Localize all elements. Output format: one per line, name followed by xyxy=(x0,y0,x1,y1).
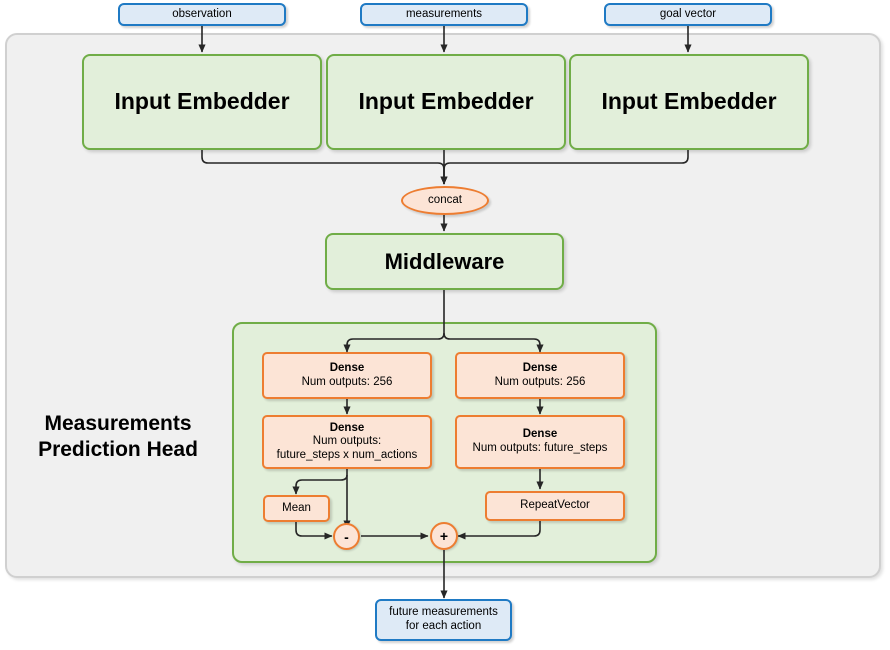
dense-title: Dense xyxy=(522,428,558,441)
dense-title: Dense xyxy=(522,361,558,374)
mean-box[interactable]: Mean xyxy=(263,495,330,522)
input-label: measurements xyxy=(405,7,483,20)
input-embedder-goal-vector[interactable]: Input Embedder xyxy=(569,54,809,150)
subtract-operator[interactable]: - xyxy=(333,523,360,550)
measurements-prediction-head-label: Measurements Prediction Head xyxy=(18,411,218,462)
add-symbol: + xyxy=(439,528,449,544)
middleware-box[interactable]: Middleware xyxy=(325,233,564,290)
input-box-observation[interactable]: observation xyxy=(118,3,286,26)
dense-right-256[interactable]: Dense Num outputs: 256 xyxy=(455,352,625,399)
dense-detail-line-2: future_steps x num_actions xyxy=(276,448,418,461)
input-embedder-label: Input Embedder xyxy=(601,88,777,115)
input-embedder-measurements[interactable]: Input Embedder xyxy=(326,54,566,150)
input-label: observation xyxy=(172,7,232,20)
output-label-line-1: future measurements xyxy=(389,606,498,619)
input-embedder-label: Input Embedder xyxy=(358,88,534,115)
input-box-goal-vector[interactable]: goal vector xyxy=(604,3,772,26)
head-label-line-1: Measurements xyxy=(44,412,192,435)
dense-detail: Num outputs: 256 xyxy=(301,375,393,388)
mean-label: Mean xyxy=(282,501,311,514)
dense-title: Dense xyxy=(329,361,365,374)
dense-detail-line-1: Num outputs: xyxy=(312,435,382,448)
dense-detail: Num outputs: 256 xyxy=(494,375,586,388)
concat-label: concat xyxy=(428,193,462,206)
input-box-measurements[interactable]: measurements xyxy=(360,3,528,26)
middleware-label: Middleware xyxy=(384,248,505,274)
input-embedder-observation[interactable]: Input Embedder xyxy=(82,54,322,150)
output-label-line-2: for each action xyxy=(405,620,482,632)
dense-title: Dense xyxy=(329,421,365,434)
dense-right-future-steps[interactable]: Dense Num outputs: future_steps xyxy=(455,415,625,469)
dense-left-future-steps-x-num-actions[interactable]: Dense Num outputs: future_steps x num_ac… xyxy=(262,415,432,469)
input-label: goal vector xyxy=(659,7,717,20)
concat-node[interactable]: concat xyxy=(401,186,489,215)
output-box-future-measurements[interactable]: future measurements for each action xyxy=(375,599,512,641)
input-embedder-label: Input Embedder xyxy=(114,88,290,115)
repeat-vector-box[interactable]: RepeatVector xyxy=(485,491,625,521)
repeat-vector-label: RepeatVector xyxy=(520,499,590,512)
subtract-symbol: - xyxy=(344,528,349,545)
dense-detail: Num outputs: future_steps xyxy=(472,442,608,454)
add-operator[interactable]: + xyxy=(430,522,458,550)
head-label-line-2: Prediction Head xyxy=(38,437,198,461)
dense-left-256[interactable]: Dense Num outputs: 256 xyxy=(262,352,432,399)
